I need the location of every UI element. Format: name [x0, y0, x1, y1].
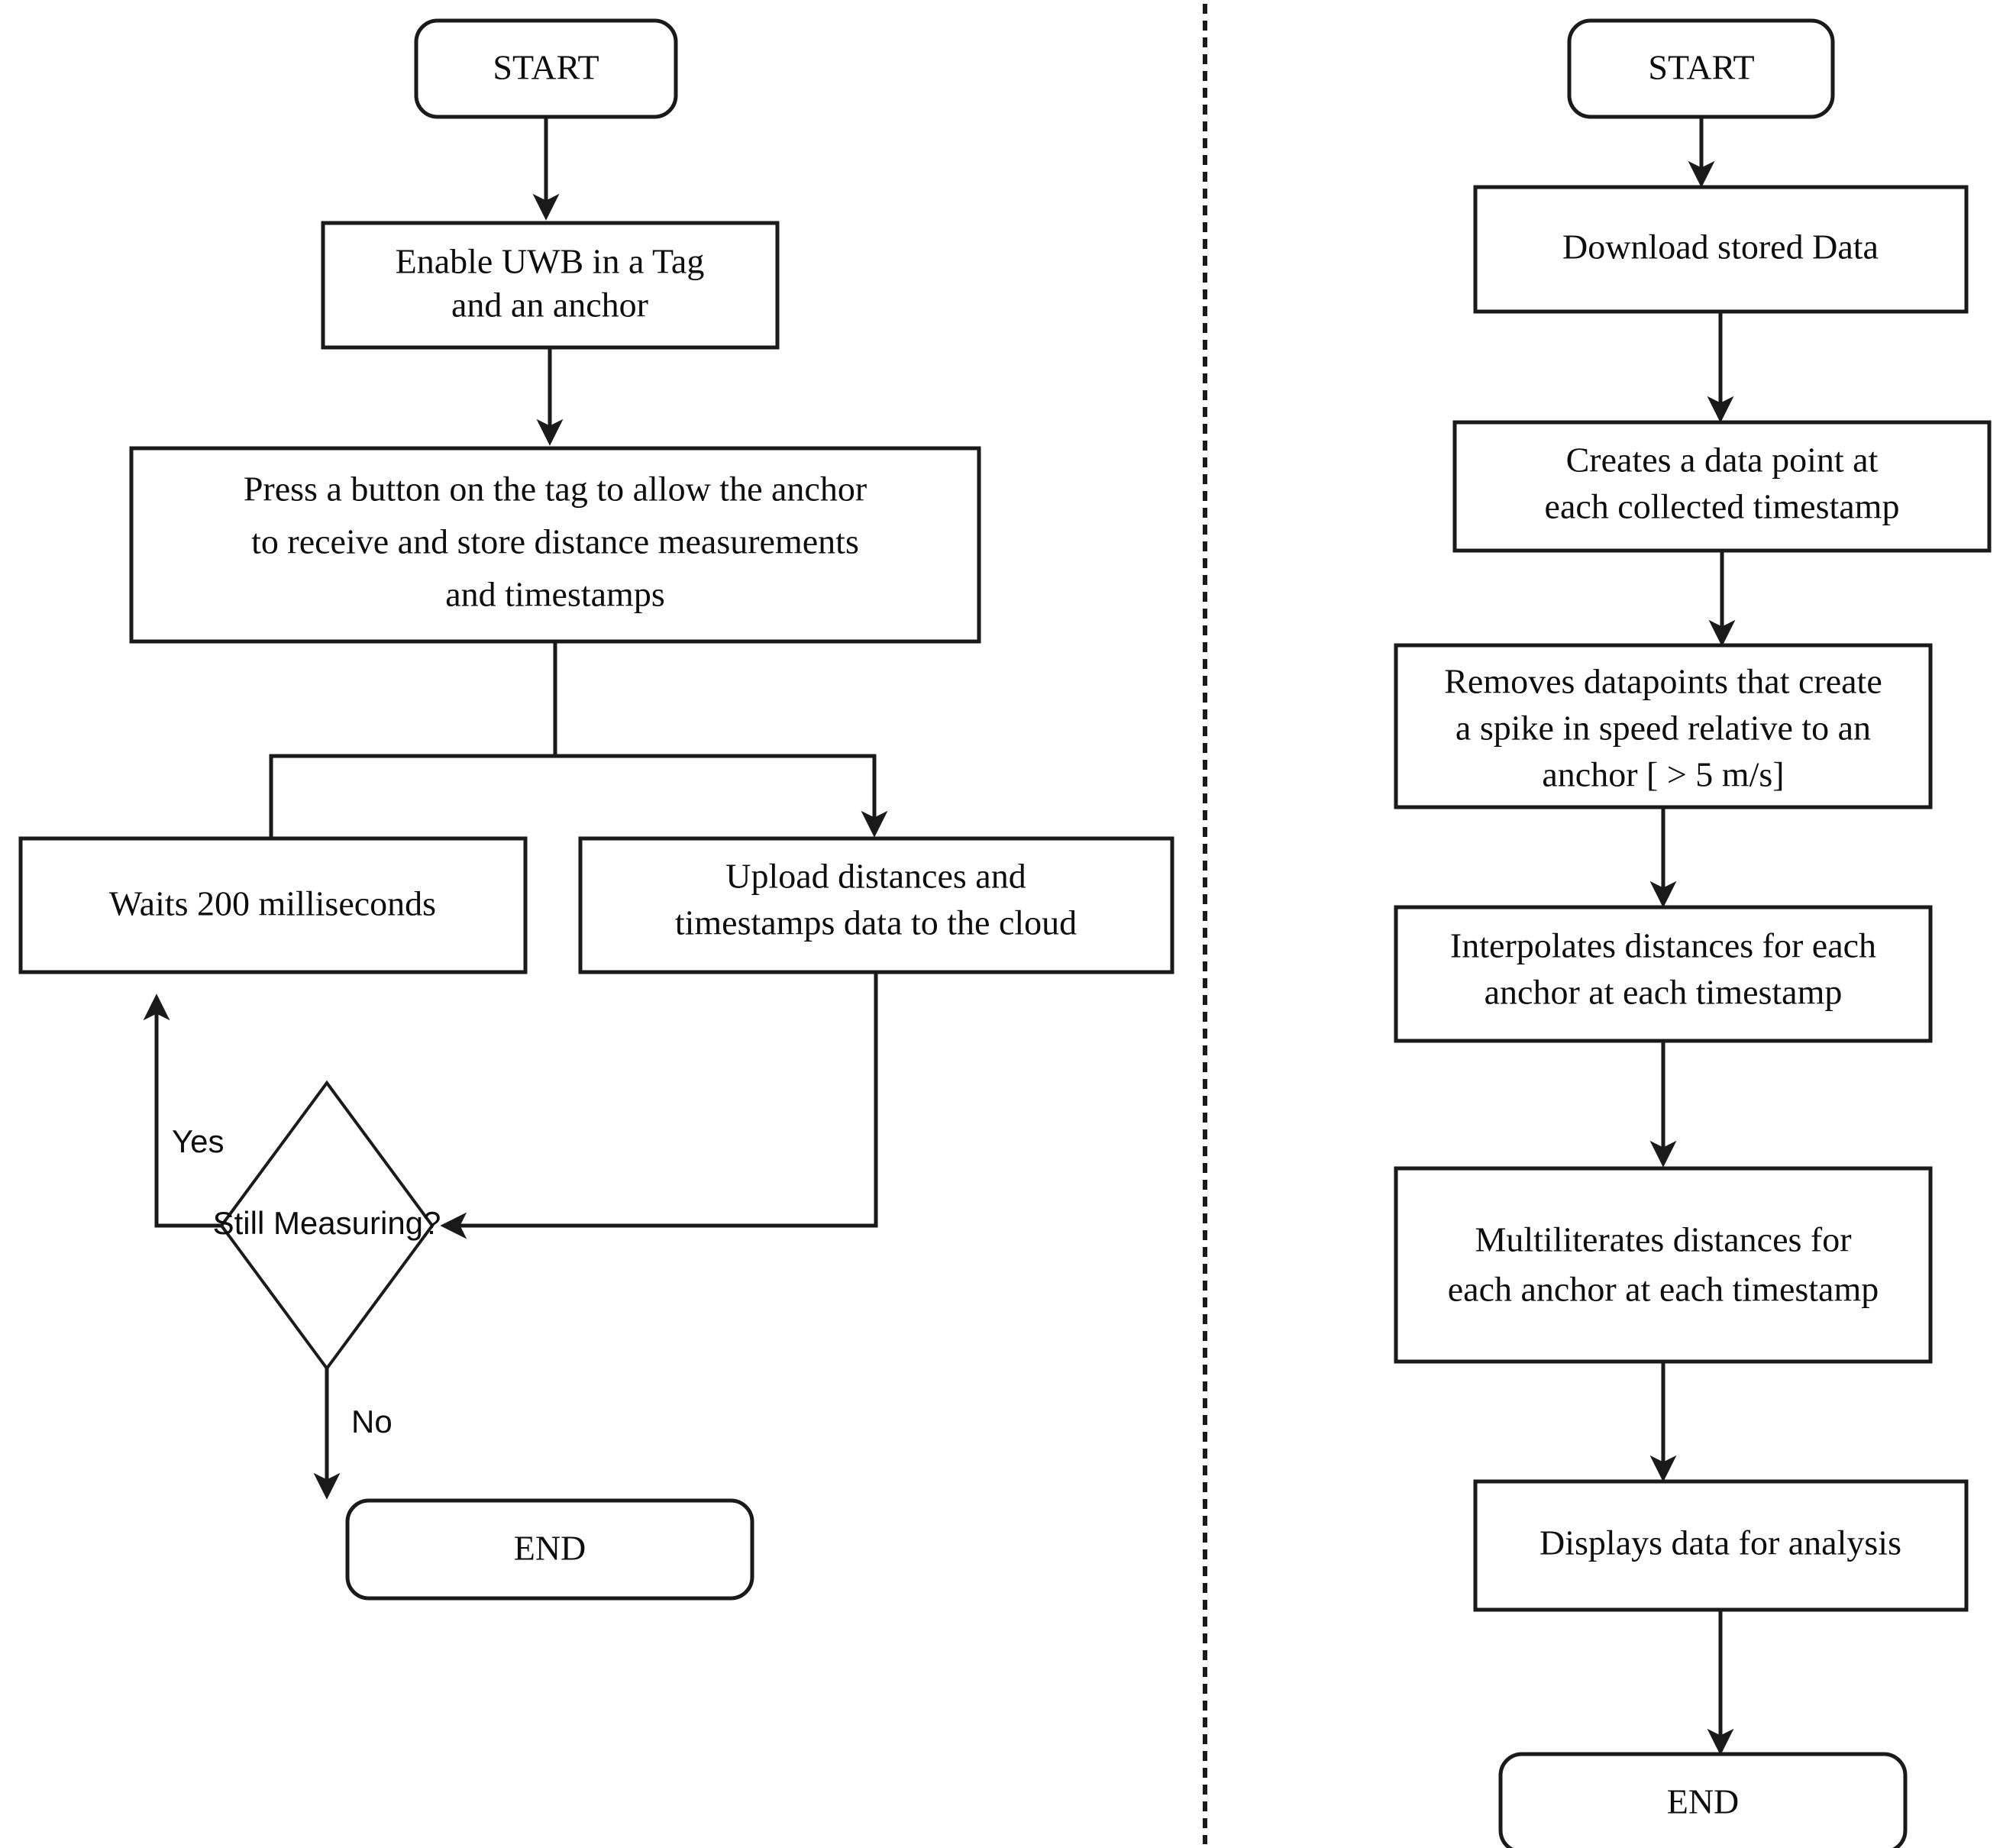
- right-interpolates-label-line2: anchor at each timestamp: [1485, 973, 1843, 1012]
- right-removes-label-line1: Removes datapoints that create: [1444, 662, 1882, 701]
- right-multiliterates-label-line2: each anchor at each timestamp: [1448, 1270, 1879, 1309]
- right-multiliterates-shape: [1394, 1166, 1933, 1364]
- left-upload-label-line1: Upload distances and: [725, 857, 1026, 896]
- connector-upload-to-decision: [440, 972, 878, 1239]
- connector-left-fork-to-waits: [269, 641, 557, 838]
- left-waits-label: Waits 200 milliseconds: [109, 884, 436, 923]
- left-waits-node[interactable]: Waits 200 milliseconds: [18, 836, 528, 974]
- left-press-button-label-line2: to receive and store distance measuremen…: [251, 522, 859, 561]
- left-enable-uwb-shape: [321, 221, 780, 350]
- right-interpolates-shape: [1394, 905, 1933, 1043]
- right-start-label: START: [1648, 48, 1754, 87]
- left-start-label: START: [493, 48, 599, 87]
- right-removes-label-line2: a spike in speed relative to an: [1455, 709, 1871, 748]
- right-end-label: END: [1667, 1782, 1740, 1821]
- right-end-shape: [1498, 1752, 1908, 1848]
- left-upload-shape: [578, 836, 1174, 974]
- right-multiliterates-label-line1: Multiliterates distances for: [1475, 1220, 1851, 1259]
- left-decision-node[interactable]: Still Measuring?: [213, 1080, 441, 1371]
- left-press-button-label-line1: Press a button on the tag to allow the a…: [244, 470, 867, 509]
- right-download-label: Download stored Data: [1562, 228, 1879, 267]
- right-creates-label-line2: each collected timestamp: [1545, 487, 1900, 526]
- left-press-button-label-line3: and timestamps: [445, 575, 664, 614]
- right-removes-label-line3: anchor [ > 5 m/s]: [1542, 755, 1784, 794]
- left-enable-uwb-node[interactable]: Enable UWB in a Tag and an anchor: [321, 221, 780, 350]
- left-end-shape: [345, 1498, 754, 1601]
- right-removes-shape: [1394, 643, 1933, 809]
- left-upload-label-line2: timestamps data to the cloud: [675, 903, 1077, 942]
- right-displays-node[interactable]: Displays data for analysis: [1473, 1479, 1969, 1612]
- edge-label-no: No: [351, 1404, 393, 1439]
- left-decision-label: Still Measuring?: [213, 1205, 441, 1241]
- edge-label-yes: Yes: [172, 1123, 225, 1159]
- left-start-node[interactable]: START: [414, 18, 678, 119]
- right-download-node[interactable]: Download stored Data: [1473, 185, 1969, 314]
- left-press-button-node[interactable]: Press a button on the tag to allow the a…: [129, 446, 981, 644]
- right-displays-label: Displays data for analysis: [1539, 1523, 1901, 1562]
- right-creates-label-line1: Creates a data point at: [1566, 441, 1879, 480]
- right-removes-node[interactable]: Removes datapoints that create a spike i…: [1394, 643, 1933, 809]
- left-upload-node[interactable]: Upload distances and timestamps data to …: [578, 836, 1174, 974]
- right-multiliterates-node[interactable]: Multiliterates distances for each anchor…: [1394, 1166, 1933, 1364]
- left-end-node[interactable]: END: [345, 1498, 754, 1601]
- connector-left-fork-to-upload: [555, 754, 888, 838]
- left-end-label: END: [514, 1529, 586, 1568]
- right-creates-node[interactable]: Creates a data point at each collected t…: [1452, 420, 1992, 553]
- right-interpolates-label-line1: Interpolates distances for each: [1450, 926, 1876, 965]
- left-enable-uwb-label-line1: Enable UWB in a Tag: [396, 242, 705, 281]
- left-waits-shape: [18, 836, 528, 974]
- left-enable-uwb-label-line2: and an anchor: [451, 286, 648, 325]
- right-start-node[interactable]: START: [1567, 18, 1835, 119]
- connector-yes-loop-to-waits: [143, 993, 221, 1228]
- right-end-node[interactable]: END: [1498, 1752, 1908, 1848]
- right-creates-shape: [1452, 420, 1992, 553]
- right-interpolates-node[interactable]: Interpolates distances for each anchor a…: [1394, 905, 1933, 1043]
